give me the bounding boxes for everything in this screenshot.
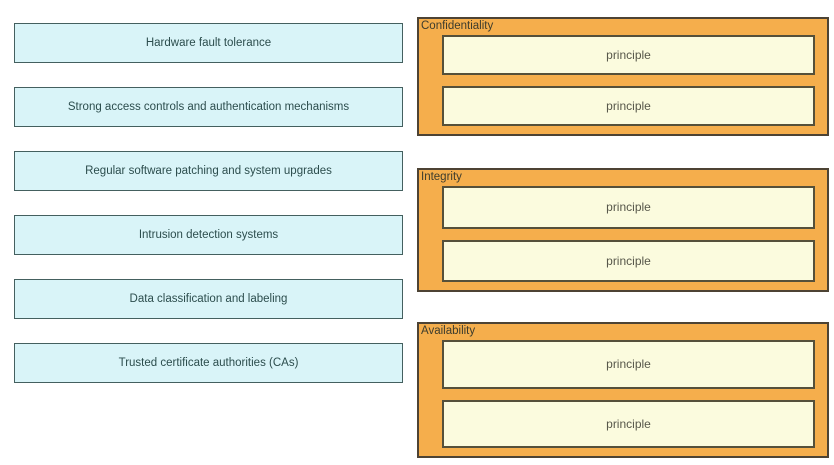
drag-item-software-patching[interactable]: Regular software patching and system upg… bbox=[14, 151, 403, 191]
drop-slot-confidentiality-2[interactable]: principle bbox=[442, 86, 815, 126]
category-panel-integrity: Integrity principle principle bbox=[417, 168, 829, 292]
category-title-availability: Availability bbox=[421, 325, 476, 337]
category-title-confidentiality: Confidentiality bbox=[421, 20, 494, 32]
category-panel-availability: Availability principle principle bbox=[417, 322, 829, 458]
drag-item-hardware-fault-tolerance[interactable]: Hardware fault tolerance bbox=[14, 23, 403, 63]
category-panel-confidentiality: Confidentiality principle principle bbox=[417, 17, 829, 136]
drag-item-intrusion-detection[interactable]: Intrusion detection systems bbox=[14, 215, 403, 255]
drop-slot-availability-2[interactable]: principle bbox=[442, 399, 815, 448]
drag-item-strong-access-controls[interactable]: Strong access controls and authenticatio… bbox=[14, 87, 403, 127]
drop-slot-integrity-1[interactable]: principle bbox=[442, 186, 815, 229]
categories-column: Confidentiality principle principle Inte… bbox=[417, 17, 829, 458]
drop-slot-confidentiality-1[interactable]: principle bbox=[442, 35, 815, 75]
drag-item-data-classification[interactable]: Data classification and labeling bbox=[14, 279, 403, 319]
drag-item-trusted-cas[interactable]: Trusted certificate authorities (CAs) bbox=[14, 343, 403, 383]
drag-items-column: Hardware fault tolerance Strong access c… bbox=[14, 23, 403, 407]
drop-slot-availability-1[interactable]: principle bbox=[442, 340, 815, 389]
drop-slot-integrity-2[interactable]: principle bbox=[442, 239, 815, 282]
category-title-integrity: Integrity bbox=[421, 171, 462, 183]
